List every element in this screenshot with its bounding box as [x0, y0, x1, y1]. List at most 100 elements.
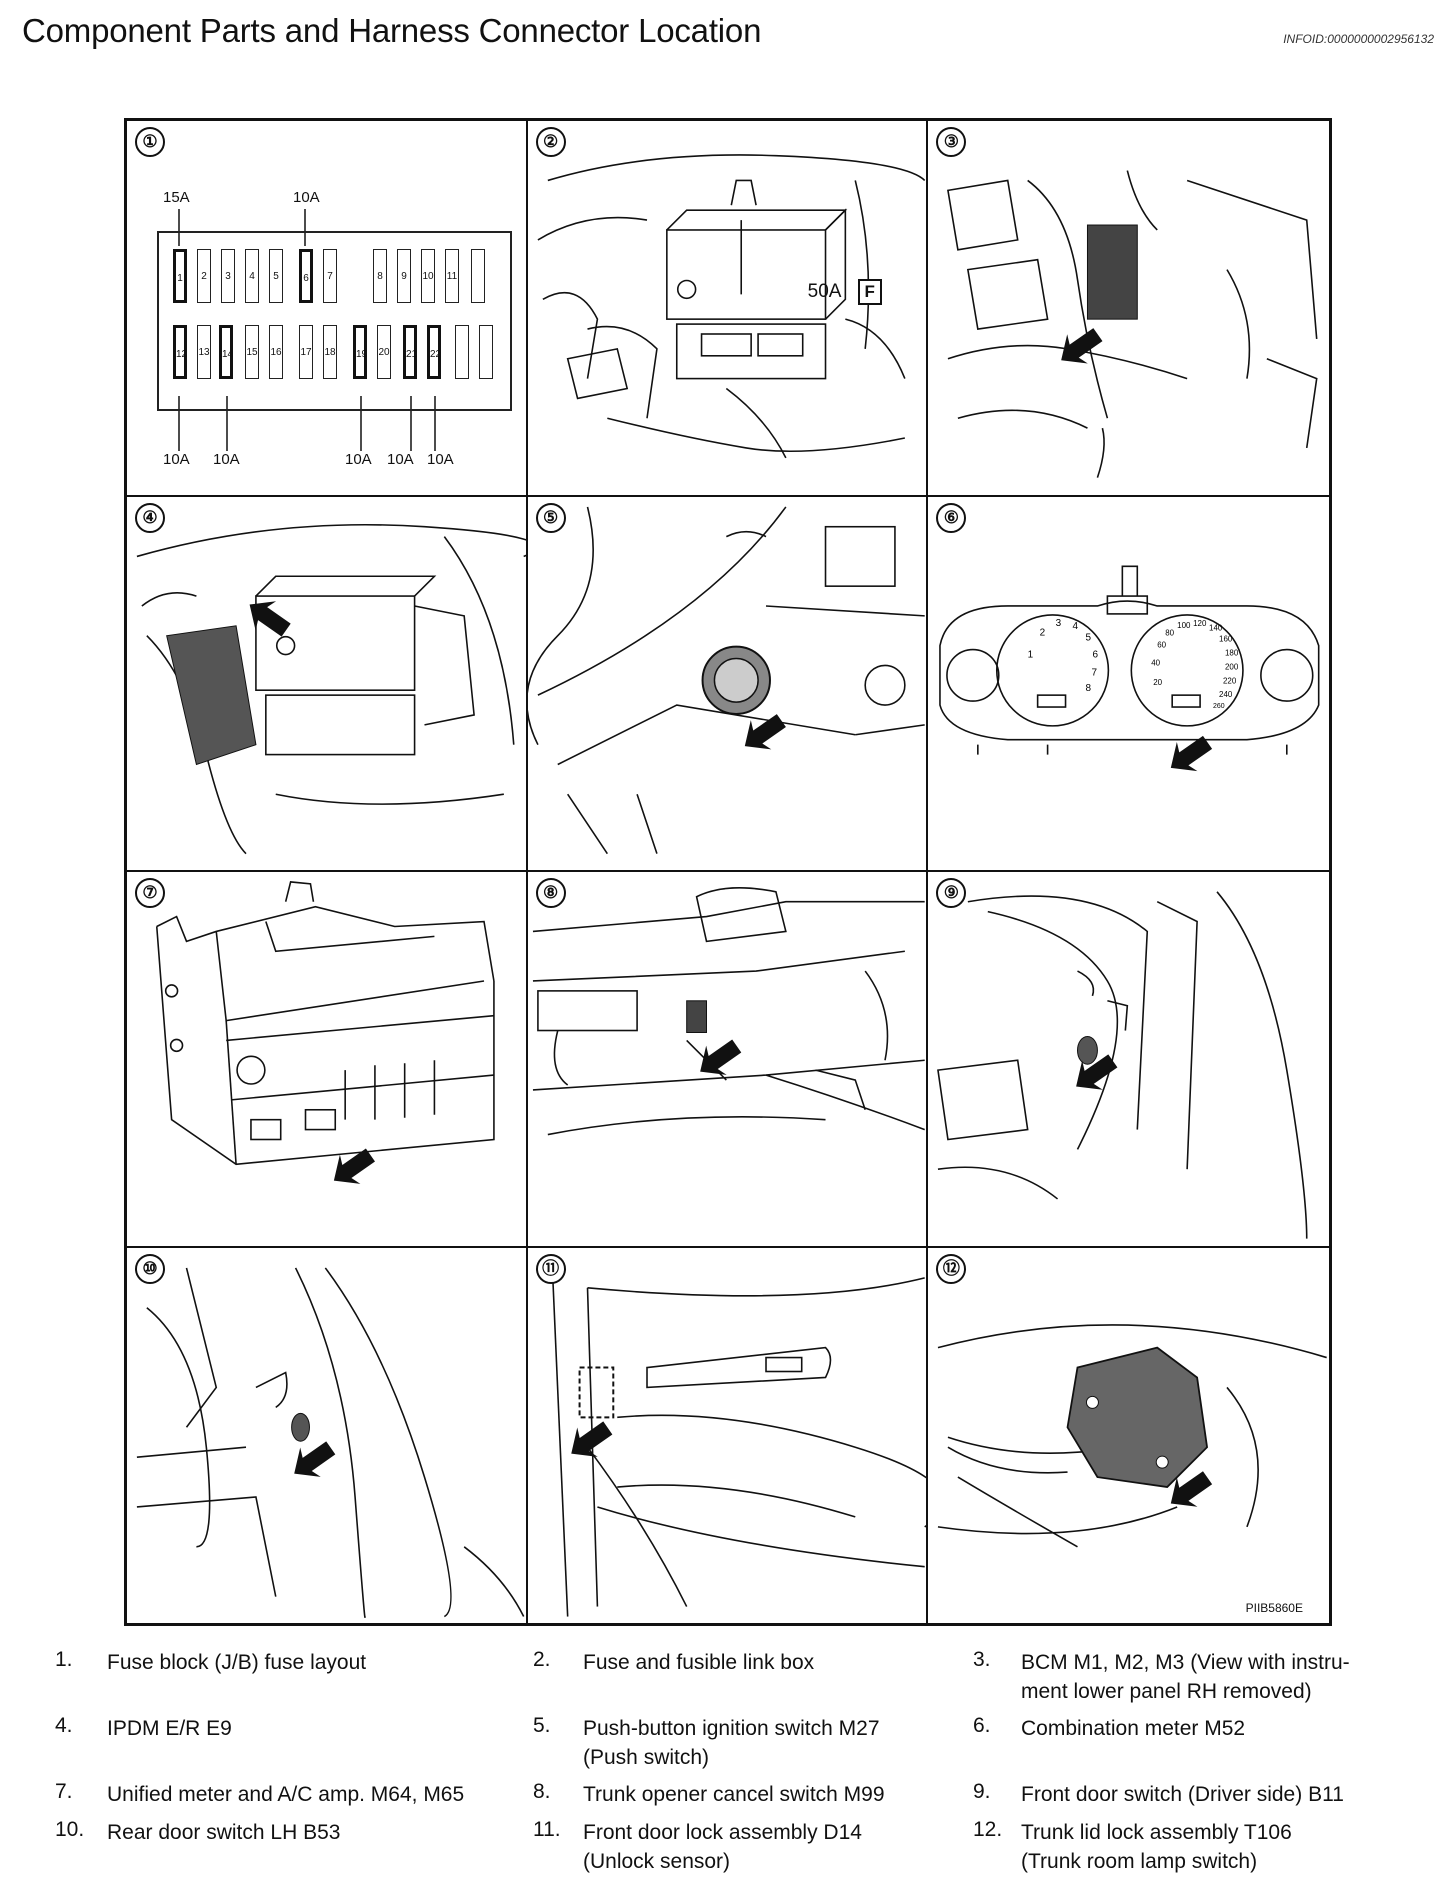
- meter-speed-label: 100: [1177, 620, 1191, 629]
- panel-number: ⑧: [535, 878, 566, 908]
- meter-speed-label: 260: [1213, 703, 1225, 710]
- front-door-lock-drawing: [551, 1276, 927, 1617]
- legend-text: Front door switch (Driver side) B11: [1021, 1783, 1344, 1806]
- meter-rpm-label: 6: [1093, 649, 1099, 660]
- fuse-slot: 21: [403, 325, 417, 379]
- fuse-block-outline: 1 2 3 4 5 6 7 8 9 10 11 12 13 14 15 16 1…: [157, 231, 512, 411]
- meter-rpm-label: 1: [1028, 649, 1034, 660]
- fuse-slot: 7: [323, 249, 337, 303]
- fuse-slot-empty: [455, 325, 469, 379]
- meter-speed-label: 200: [1225, 662, 1239, 671]
- fuse-slot: 3: [221, 249, 235, 303]
- panel-bcm: ③: [928, 121, 1329, 497]
- fuse-slot: 13: [197, 325, 211, 379]
- legend-number: 11.: [533, 1818, 561, 1841]
- panel-number: ②: [535, 127, 566, 157]
- fuse-slot: 8: [373, 249, 387, 303]
- legend-text: Front door lock assembly D14 (Unlock sen…: [583, 1821, 862, 1873]
- legend-number: 1.: [55, 1648, 73, 1671]
- legend-text: BCM M1, M2, M3 (View with instru- ment l…: [1021, 1651, 1350, 1703]
- fuse-slot: 14: [219, 325, 233, 379]
- legend-text: Push-button ignition switch M27 (Push sw…: [583, 1717, 880, 1769]
- ignition-switch-drawing: [527, 505, 925, 854]
- panel-fuse-block: ① 15A 10A 1 2 3 4 5 6 7 8 9: [127, 121, 528, 497]
- fuse-pointer-lines: [178, 209, 436, 451]
- panel-number: ⑪: [535, 1253, 566, 1284]
- fuse-rating-label: 10A: [345, 451, 372, 468]
- panel-number: ⑦: [135, 878, 165, 908]
- fuse-slot: 6: [299, 249, 313, 303]
- fuse-rating-label: 10A: [163, 451, 190, 468]
- meter-speed-label: 240: [1219, 690, 1233, 699]
- fuse-slot: 19: [353, 325, 367, 379]
- fuse-slot: 11: [445, 249, 459, 303]
- legend-number: 10.: [55, 1818, 85, 1841]
- fuse-slot: 22: [427, 325, 441, 379]
- meter-rpm-label: 3: [1056, 617, 1062, 628]
- unified-meter-drawing: [155, 881, 495, 1184]
- fuse-slot: 1: [173, 249, 187, 303]
- meter-speed-label: 180: [1225, 648, 1239, 657]
- fuse-slot: 16: [269, 325, 283, 379]
- combination-meter-drawing: 1 2 3 4 5 6 7 8 20 40 60 80 100 120 140 …: [939, 565, 1320, 771]
- trunk-lid-lock-drawing: [938, 1323, 1328, 1547]
- engine-bay-drawing: [537, 154, 925, 459]
- legend-number: 12.: [973, 1818, 1003, 1841]
- meter-speed-label: 20: [1154, 678, 1163, 687]
- meter-rpm-label: 2: [1040, 627, 1046, 638]
- meter-speed-label: 60: [1158, 640, 1167, 649]
- panel-combination-meter: ⑥ 1 2 3 4 5 6: [928, 497, 1329, 872]
- panel-unified-meter: ⑦: [127, 872, 528, 1248]
- fusible-link-rating: 50A: [807, 281, 842, 302]
- fuse-slot-empty: [479, 325, 493, 379]
- legend-number: 2.: [533, 1648, 551, 1671]
- legend-text: Fuse block (J/B) fuse layout: [107, 1651, 367, 1674]
- panel-number: ⑩: [135, 1253, 165, 1284]
- panel-number: ①: [135, 127, 165, 157]
- fuse-rating-label: 10A: [387, 451, 414, 468]
- fuse-rating-label: 10A: [427, 451, 454, 468]
- legend-text: Rear door switch LH B53: [107, 1821, 341, 1844]
- legend-number: 7.: [55, 1780, 73, 1803]
- meter-rpm-label: 4: [1073, 620, 1079, 631]
- front-door-switch-drawing: [937, 891, 1308, 1239]
- legend-text: IPDM E/R E9: [107, 1717, 232, 1740]
- legend-number: 8.: [533, 1780, 551, 1803]
- meter-speed-label: 80: [1166, 628, 1175, 637]
- ipdm-drawing: [136, 523, 526, 854]
- panel-number: ⑨: [936, 878, 967, 908]
- panel-fusible-link-box: ②: [527, 121, 929, 497]
- legend-number: 3.: [973, 1648, 991, 1671]
- meter-speed-label: 120: [1193, 618, 1207, 627]
- legend-text: Unified meter and A/C amp. M64, M65: [107, 1783, 465, 1806]
- info-id: INFOID:0000000002956132: [1283, 32, 1434, 46]
- panel-trunk-opener-switch: ⑧: [527, 872, 929, 1248]
- legend-text: Trunk opener cancel switch M99: [583, 1783, 885, 1806]
- fuse-slot: 9: [397, 249, 411, 303]
- meter-speed-label: 40: [1152, 658, 1161, 667]
- fuse-slot: 4: [245, 249, 259, 303]
- meter-speed-label: 140: [1209, 623, 1223, 632]
- legend-text: Combination meter M52: [1021, 1717, 1246, 1740]
- meter-speed-label: 220: [1223, 676, 1237, 685]
- fuse-rating-label: 15A: [163, 189, 190, 206]
- panel-front-door-lock: ⑪: [528, 1247, 929, 1623]
- legend-text: Trunk lid lock assembly T106 (Trunk room…: [1021, 1821, 1292, 1873]
- bcm-drawing: [947, 170, 1318, 478]
- page-title: Component Parts and Harness Connector Lo…: [22, 12, 762, 49]
- fuse-slot: 17: [299, 325, 313, 379]
- legend-number: 6.: [973, 1714, 991, 1737]
- panel-trunk-lid-lock: ⑫ PIIB5860E: [928, 1248, 1329, 1624]
- figure-code: PIIB5860E: [1245, 1601, 1303, 1615]
- fuse-slot: 20: [377, 325, 391, 379]
- legend-number: 9.: [973, 1780, 991, 1803]
- figure-grid: ① 15A 10A 1 2 3 4 5 6 7 8 9: [127, 121, 1329, 1623]
- meter-rpm-label: 7: [1092, 667, 1098, 678]
- panel-number: ③: [936, 127, 967, 157]
- component-figure: ① 15A 10A 1 2 3 4 5 6 7 8 9: [124, 118, 1332, 1626]
- fuse-slot: 15: [245, 325, 259, 379]
- panel-ignition-switch: ⑤: [527, 496, 929, 872]
- fuse-slot: 5: [269, 249, 283, 303]
- fuse-slot: 12: [173, 325, 187, 379]
- rear-door-switch-drawing: [136, 1266, 525, 1618]
